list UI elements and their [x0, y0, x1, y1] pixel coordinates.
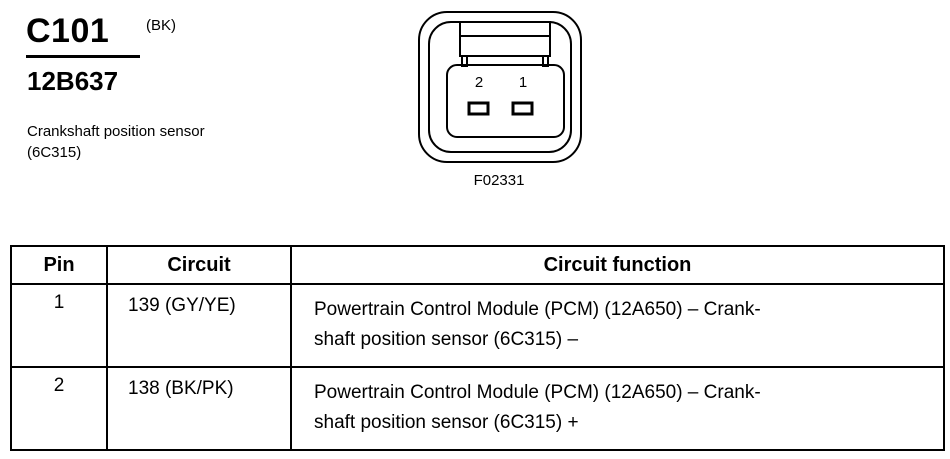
pin-2-label: 2 — [475, 74, 483, 91]
pin-cell: 2 — [10, 366, 108, 451]
table-header-row: Pin Circuit Circuit function — [10, 245, 945, 285]
header-pin: Pin — [10, 245, 108, 285]
header-circuit-function: Circuit function — [290, 245, 945, 285]
circuit-function-cell: Powertrain Control Module (PCM) (12A650)… — [290, 283, 945, 368]
pin-2-terminal — [467, 101, 490, 116]
circuit-cell: 139 (GY/YE) — [106, 283, 292, 368]
circuit-function-cell: Powertrain Control Module (PCM) (12A650)… — [290, 366, 945, 451]
connector-color-code: (BK) — [146, 17, 176, 34]
circuit-function-line: Powertrain Control Module (PCM) (12A650)… — [314, 382, 761, 403]
connector-inner-shell — [428, 21, 572, 153]
connector-id-underline — [26, 55, 140, 58]
figure-number: F02331 — [473, 172, 525, 189]
circuit-function-line: shaft position sensor (6C315) – — [314, 329, 579, 350]
pin-1-terminal — [511, 101, 534, 116]
connector-latch — [459, 21, 551, 57]
connector-description: Crankshaft position sensor (6C315) — [27, 123, 205, 161]
circuit-function-line: shaft position sensor (6C315) + — [314, 412, 579, 433]
connector-face-diagram: 2 1 — [418, 11, 582, 163]
connector-id: C101 — [26, 12, 110, 50]
circuit-cell: 138 (BK/PK) — [106, 366, 292, 451]
circuit-function-line: Powertrain Control Module (PCM) (12A650)… — [314, 299, 761, 320]
terminal-cavity — [446, 64, 565, 138]
pin-cell: 1 — [10, 283, 108, 368]
part-number: 12B637 — [27, 66, 119, 96]
connector-outer-shell — [418, 11, 582, 163]
pin-table: Pin Circuit Circuit function 1 139 (GY/Y… — [10, 245, 945, 451]
pin-1-label: 1 — [519, 74, 527, 91]
table-row: 1 139 (GY/YE) Powertrain Control Module … — [10, 283, 945, 368]
table-row: 2 138 (BK/PK) Powertrain Control Module … — [10, 366, 945, 451]
header-circuit: Circuit — [106, 245, 292, 285]
